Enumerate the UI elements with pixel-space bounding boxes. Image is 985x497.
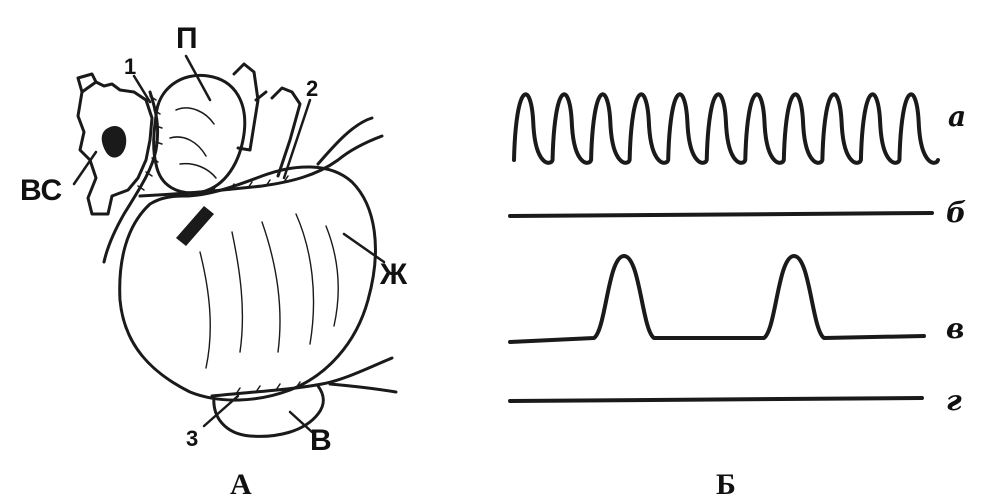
trace-label-b: б — [946, 196, 966, 229]
ventricle-dark-cut — [176, 206, 214, 246]
ligature-3-tail — [330, 384, 396, 392]
leader-p — [186, 56, 210, 100]
leader-lines — [74, 56, 384, 432]
label-ligature-3: 3 — [186, 426, 198, 451]
atrium-shading — [170, 108, 216, 178]
ligature-2 — [140, 136, 382, 196]
label-sinus-venosus: ВС — [20, 174, 62, 207]
trace-label-a: а — [948, 100, 966, 133]
trace-v-peaks — [510, 256, 924, 342]
label-atrium: П — [176, 22, 198, 55]
aortic-trunk-2 — [272, 88, 300, 176]
trace-g-flat — [510, 398, 922, 401]
label-bulbus: В — [310, 424, 332, 457]
label-ligature-2: 2 — [306, 76, 318, 101]
trace-b-flat — [510, 213, 932, 216]
trace-label-g: г — [946, 384, 962, 417]
heart-drawing — [78, 64, 396, 436]
ligature-2-tail — [318, 118, 372, 164]
ligature-1 — [104, 92, 158, 262]
aortic-trunk-1 — [234, 64, 258, 150]
label-ligature-1: 1 — [124, 54, 136, 79]
traces — [510, 94, 938, 401]
ventricle — [120, 167, 376, 400]
atrium — [154, 75, 245, 192]
trace-a-oscillation — [514, 94, 938, 163]
leader-zh — [344, 234, 384, 262]
label-ventricle: Ж — [379, 258, 408, 291]
sinus-dark-spot — [102, 126, 127, 158]
caption-panel-a: А — [230, 468, 252, 497]
ventricle-shading — [200, 214, 338, 368]
trace-label-v: в — [946, 312, 964, 345]
caption-panel-b: Б — [716, 468, 736, 497]
